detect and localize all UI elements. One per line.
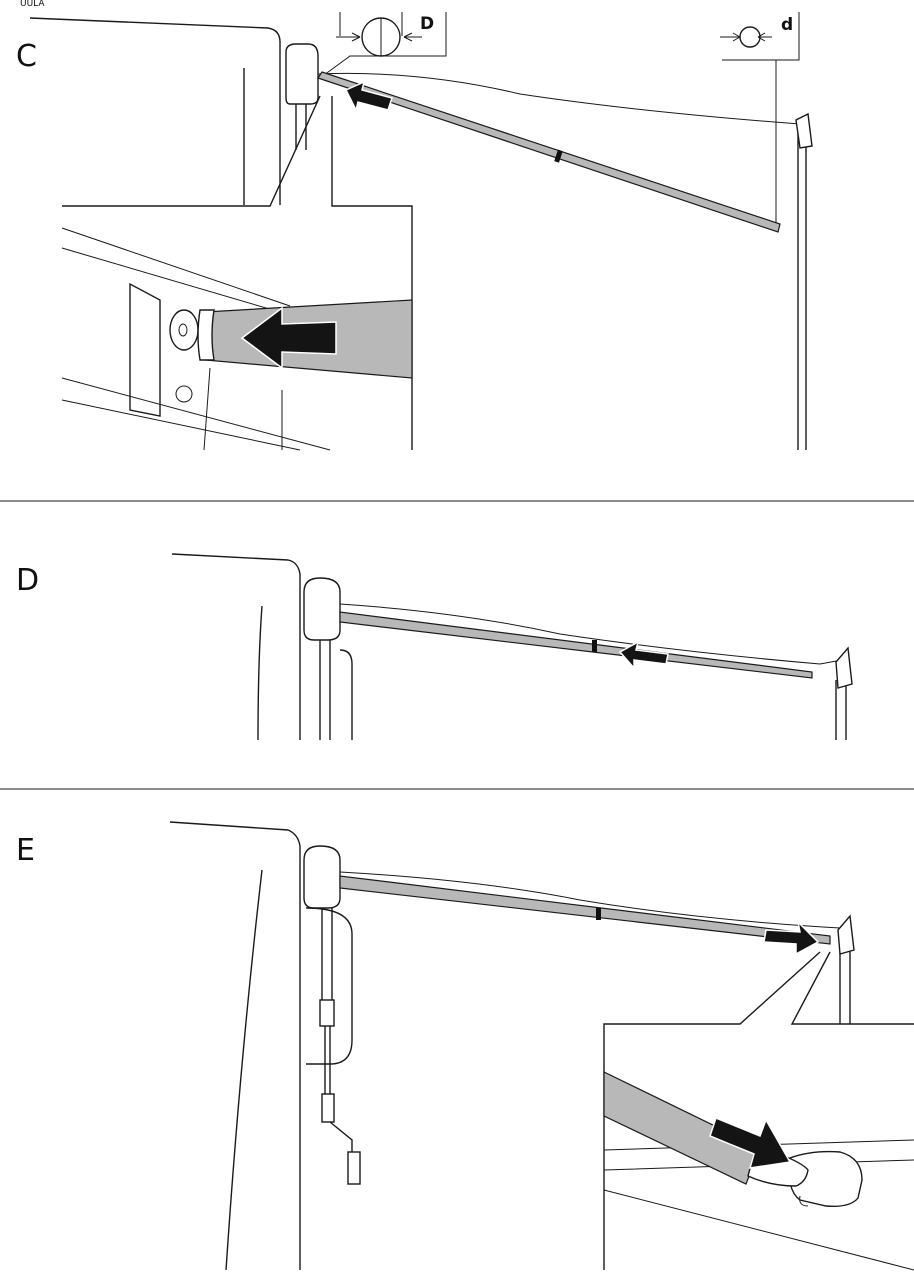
awning-post-e bbox=[840, 950, 850, 1024]
diameter-small-dimension: d bbox=[720, 12, 799, 228]
diameter-big-dimension: D bbox=[320, 12, 446, 78]
panel-c: C D d bbox=[16, 12, 812, 450]
tension-rafter-e bbox=[340, 876, 830, 944]
post-bracket-d bbox=[836, 648, 852, 688]
awning-post-d bbox=[836, 680, 846, 740]
awning-cassette-e bbox=[304, 846, 340, 908]
push-arrow-c bbox=[346, 82, 392, 110]
awning-leg-c bbox=[296, 104, 306, 150]
awning-fabric-d bbox=[340, 604, 842, 664]
detail-inset-e bbox=[604, 952, 914, 1270]
panel-e: E bbox=[16, 822, 914, 1270]
awning-cassette-d bbox=[304, 578, 340, 640]
diameter-small-label: d bbox=[781, 15, 793, 35]
awning-fabric-e bbox=[340, 872, 840, 928]
detail-inset-c bbox=[62, 96, 412, 450]
top-crop-text: UULA bbox=[20, 0, 45, 9]
vehicle-body-c bbox=[30, 18, 280, 205]
vehicle-body-e bbox=[170, 822, 300, 1270]
vehicle-body-d bbox=[172, 554, 300, 740]
step-label-c: C bbox=[16, 39, 37, 74]
panel-d: D bbox=[16, 554, 852, 740]
step-label-e: E bbox=[16, 833, 35, 868]
awning-cassette-c bbox=[286, 44, 318, 104]
step-label-d: D bbox=[16, 563, 39, 598]
diameter-big-label: D bbox=[420, 14, 434, 34]
post-bracket-e bbox=[838, 916, 854, 954]
push-arrow-e bbox=[764, 922, 818, 954]
side-panel-e bbox=[306, 908, 352, 1064]
awning-arm-d bbox=[320, 640, 352, 740]
crank-handle bbox=[320, 908, 360, 1184]
tension-rafter-d bbox=[340, 612, 812, 678]
awning-post-c bbox=[798, 128, 806, 450]
